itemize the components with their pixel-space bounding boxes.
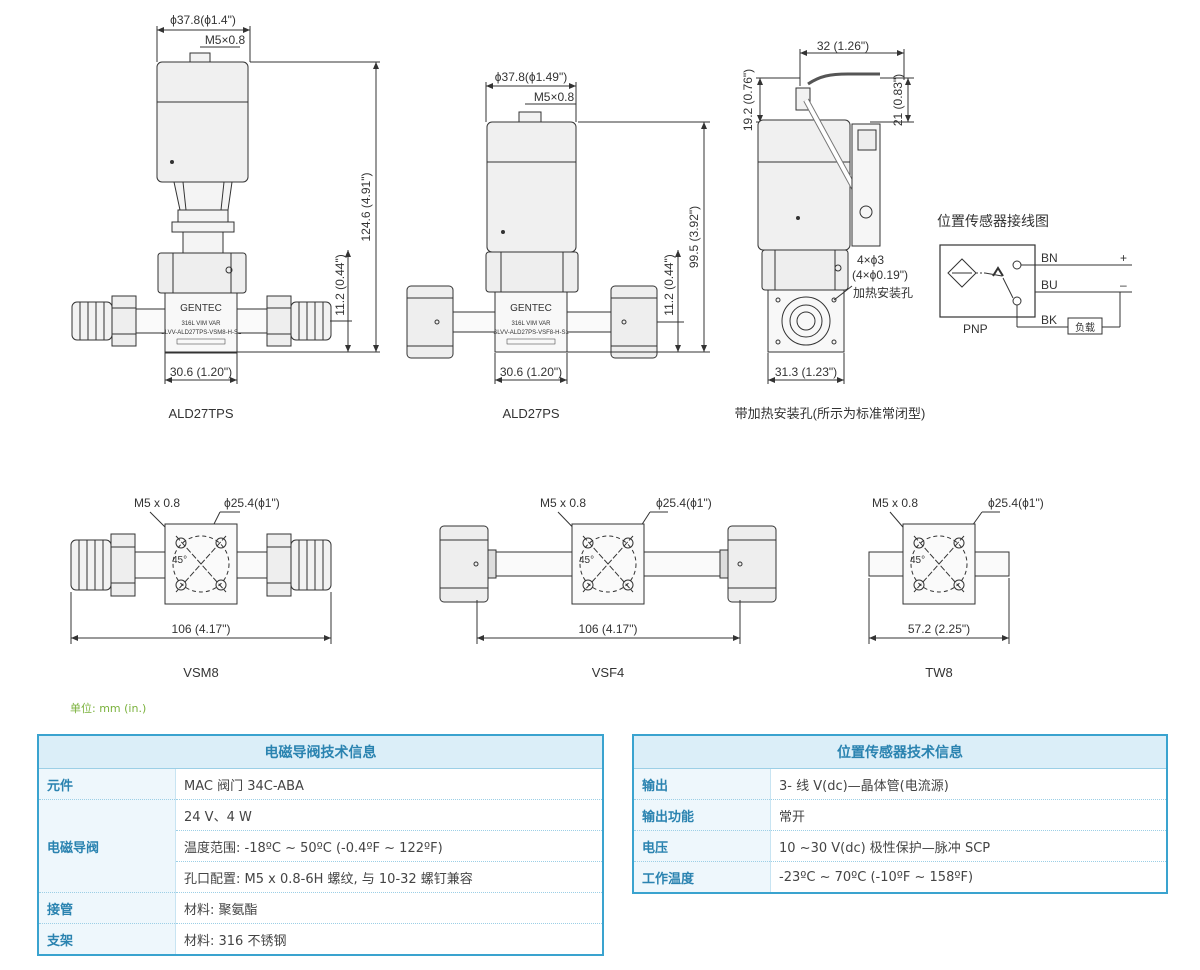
tw8-dia: ϕ25.4(ϕ1") xyxy=(988,496,1044,510)
table-row: 输出功能 常开 xyxy=(634,799,1166,831)
technical-drawing: ϕ37.8(ϕ1.4") M5×0.8 GENTEC 316L VIM VAR … xyxy=(70,13,1132,680)
ps-label1: 316L VIM VAR xyxy=(511,321,551,327)
row-key: 接管 xyxy=(39,892,176,924)
ps-caption: ALD27PS xyxy=(502,406,559,421)
tpps-brand: GENTEC xyxy=(180,303,222,314)
tpps-label1: 316L VIM VAR xyxy=(181,321,221,327)
wiring-title: 位置传感器接线图 xyxy=(937,213,1049,229)
wire-bu: BU xyxy=(1041,278,1058,292)
tpps-dia-top: ϕ37.8(ϕ1.4") xyxy=(170,13,236,27)
unit-note: 单位: mm (in.) xyxy=(70,702,147,715)
heated-holes: 4×ϕ3 xyxy=(857,253,884,267)
table-row: 输出 3- 线 V(dc)—晶体管(电流源) xyxy=(634,768,1166,800)
wiring-diagram: 位置传感器接线图 BN BU BK + – 负载 PNP xyxy=(937,213,1132,336)
table-row: 电压 10 ~30 V(dc) 极性保护—脉冲 SCP xyxy=(634,830,1166,862)
row-key: 工作温度 xyxy=(634,861,771,892)
row-key: 元件 xyxy=(39,768,176,800)
tpps-height-inlet: 11.2 (0.44") xyxy=(333,254,347,315)
row-key: 支架 xyxy=(39,923,176,954)
ps-dia-top: ϕ37.8(ϕ1.49") xyxy=(495,70,567,84)
row-value: MAC 阀门 34C-ABA xyxy=(175,768,602,800)
heated-caption: 带加热安装孔(所示为标准常闭型) xyxy=(735,406,926,421)
heated-width: 31.3 (1.23") xyxy=(775,365,837,379)
vsm8-width: 106 (4.17") xyxy=(172,622,231,636)
wire-minus: – xyxy=(1120,278,1127,292)
vsm8-dia: ϕ25.4(ϕ1") xyxy=(224,496,280,510)
valve-ald27ps: ϕ37.8(ϕ1.49") M5×0.8 GENTEC 316L VIM VAR… xyxy=(406,70,710,421)
row-key: 输出功能 xyxy=(634,799,771,831)
tw8-caption: TW8 xyxy=(925,665,952,680)
heated-h-left: 19.2 (0.76") xyxy=(741,69,755,131)
sensor-table-title: 位置传感器技术信息 xyxy=(634,736,1166,769)
row-value: 10 ~30 V(dc) 极性保护—脉冲 SCP xyxy=(770,830,1166,862)
table-row: 元件 MAC 阀门 34C-ABA xyxy=(39,768,602,800)
ps-label2: SLVV-ALD27PS-VSF8-H-S1 xyxy=(493,330,569,336)
ps-width: 30.6 (1.20") xyxy=(500,365,562,379)
heated-width-top: 32 (1.26") xyxy=(817,39,869,53)
heated-holes-in: (4×ϕ0.19") xyxy=(852,268,908,282)
sensor-spec-table: 位置传感器技术信息 输出 3- 线 V(dc)—晶体管(电流源) 输出功能 常开… xyxy=(632,734,1168,894)
table-row: 接管 材料: 聚氨酯 xyxy=(39,892,602,924)
tpps-width: 30.6 (1.20") xyxy=(170,365,232,379)
tw8-port: M5 x 0.8 xyxy=(872,496,918,510)
table-row: 电磁导阀 24 V、4 W xyxy=(39,799,602,893)
row-value: 材料: 316 不锈钢 xyxy=(184,933,287,949)
row-value: 孔口配置: M5 x 0.8-6H 螺纹, 与 10-32 螺钉兼容 xyxy=(175,861,602,893)
wire-plus: + xyxy=(1120,251,1127,265)
solenoid-spec-table: 电磁导阀技术信息 元件 MAC 阀门 34C-ABA 电磁导阀 24 V、4 W… xyxy=(37,734,604,956)
vsf4-caption: VSF4 xyxy=(592,665,625,680)
row-value: 3- 线 V(dc)—晶体管(电流源) xyxy=(770,768,1166,800)
ps-height-inlet: 11.2 (0.44") xyxy=(662,254,676,315)
solenoid-table-title: 电磁导阀技术信息 xyxy=(39,736,602,769)
tw8-angle: 45° xyxy=(910,555,925,566)
vsf4-angle: 45° xyxy=(579,555,594,566)
wire-load: 负载 xyxy=(1075,321,1095,334)
valve-ald27tps: ϕ37.8(ϕ1.4") M5×0.8 GENTEC 316L VIM VAR … xyxy=(71,13,380,421)
table-row: 工作温度 -23ºC ~ 70ºC (-10ºF ~ 158ºF) xyxy=(634,861,1166,892)
vsf4-port: M5 x 0.8 xyxy=(540,496,586,510)
table-row: 孔口配置: M5 x 0.8-6H 螺纹, 与 10-32 螺钉兼容 xyxy=(39,861,602,893)
ps-port: M5×0.8 xyxy=(534,90,575,104)
vsm8-caption: VSM8 xyxy=(183,665,218,680)
ps-height-total: 99.5 (3.92") xyxy=(687,206,701,268)
row-value: -23ºC ~ 70ºC (-10ºF ~ 158ºF) xyxy=(779,869,974,885)
row-value: 24 V、4 W xyxy=(175,799,602,831)
vsf4-width: 106 (4.17") xyxy=(579,622,638,636)
tpps-caption: ALD27TPS xyxy=(168,406,233,421)
heated-h-right: 21 (0.83") xyxy=(891,74,905,126)
vsm8-port: M5 x 0.8 xyxy=(134,496,180,510)
wire-bn: BN xyxy=(1041,251,1058,265)
table-row: 支架 材料: 316 不锈钢 xyxy=(39,923,602,954)
fitting-vsf4: M5 x 0.8 ϕ25.4(ϕ1") 45° 106 (4.17") VSF4 xyxy=(439,496,777,680)
row-value: 温度范围: -18ºC ~ 50ºC (-0.4ºF ~ 122ºF) xyxy=(175,830,602,862)
row-key: 电压 xyxy=(634,830,771,862)
row-key: 电磁导阀 xyxy=(39,799,176,893)
valve-heated-mount: 32 (1.26") 19.2 (0.76") 21 (0.83") 4×ϕ3 … xyxy=(735,39,926,421)
heated-holes-label: 加热安装孔 xyxy=(853,285,913,300)
row-value: 材料: 聚氨酯 xyxy=(175,892,602,924)
tpps-port: M5×0.8 xyxy=(205,33,246,47)
tpps-label2: SLVV-ALD27TPS-VSM8-H-S1 xyxy=(161,330,242,336)
vsm8-angle: 45° xyxy=(172,555,187,566)
tpps-height-total: 124.6 (4.91") xyxy=(359,173,373,242)
wire-bk: BK xyxy=(1041,313,1057,327)
fitting-vsm8: M5 x 0.8 ϕ25.4(ϕ1") 45° 106 (4.17") VSM8 xyxy=(70,496,332,680)
row-key: 输出 xyxy=(634,768,771,800)
wire-pnp: PNP xyxy=(963,322,988,336)
row-value: 常开 xyxy=(770,799,1166,831)
fitting-tw8: M5 x 0.8 ϕ25.4(ϕ1") 45° 57.2 (2.25") TW8 xyxy=(868,496,1044,680)
table-row: 温度范围: -18ºC ~ 50ºC (-0.4ºF ~ 122ºF) xyxy=(39,830,602,862)
ps-brand: GENTEC xyxy=(510,303,552,314)
vsf4-dia: ϕ25.4(ϕ1") xyxy=(656,496,712,510)
tw8-width: 57.2 (2.25") xyxy=(908,622,970,636)
